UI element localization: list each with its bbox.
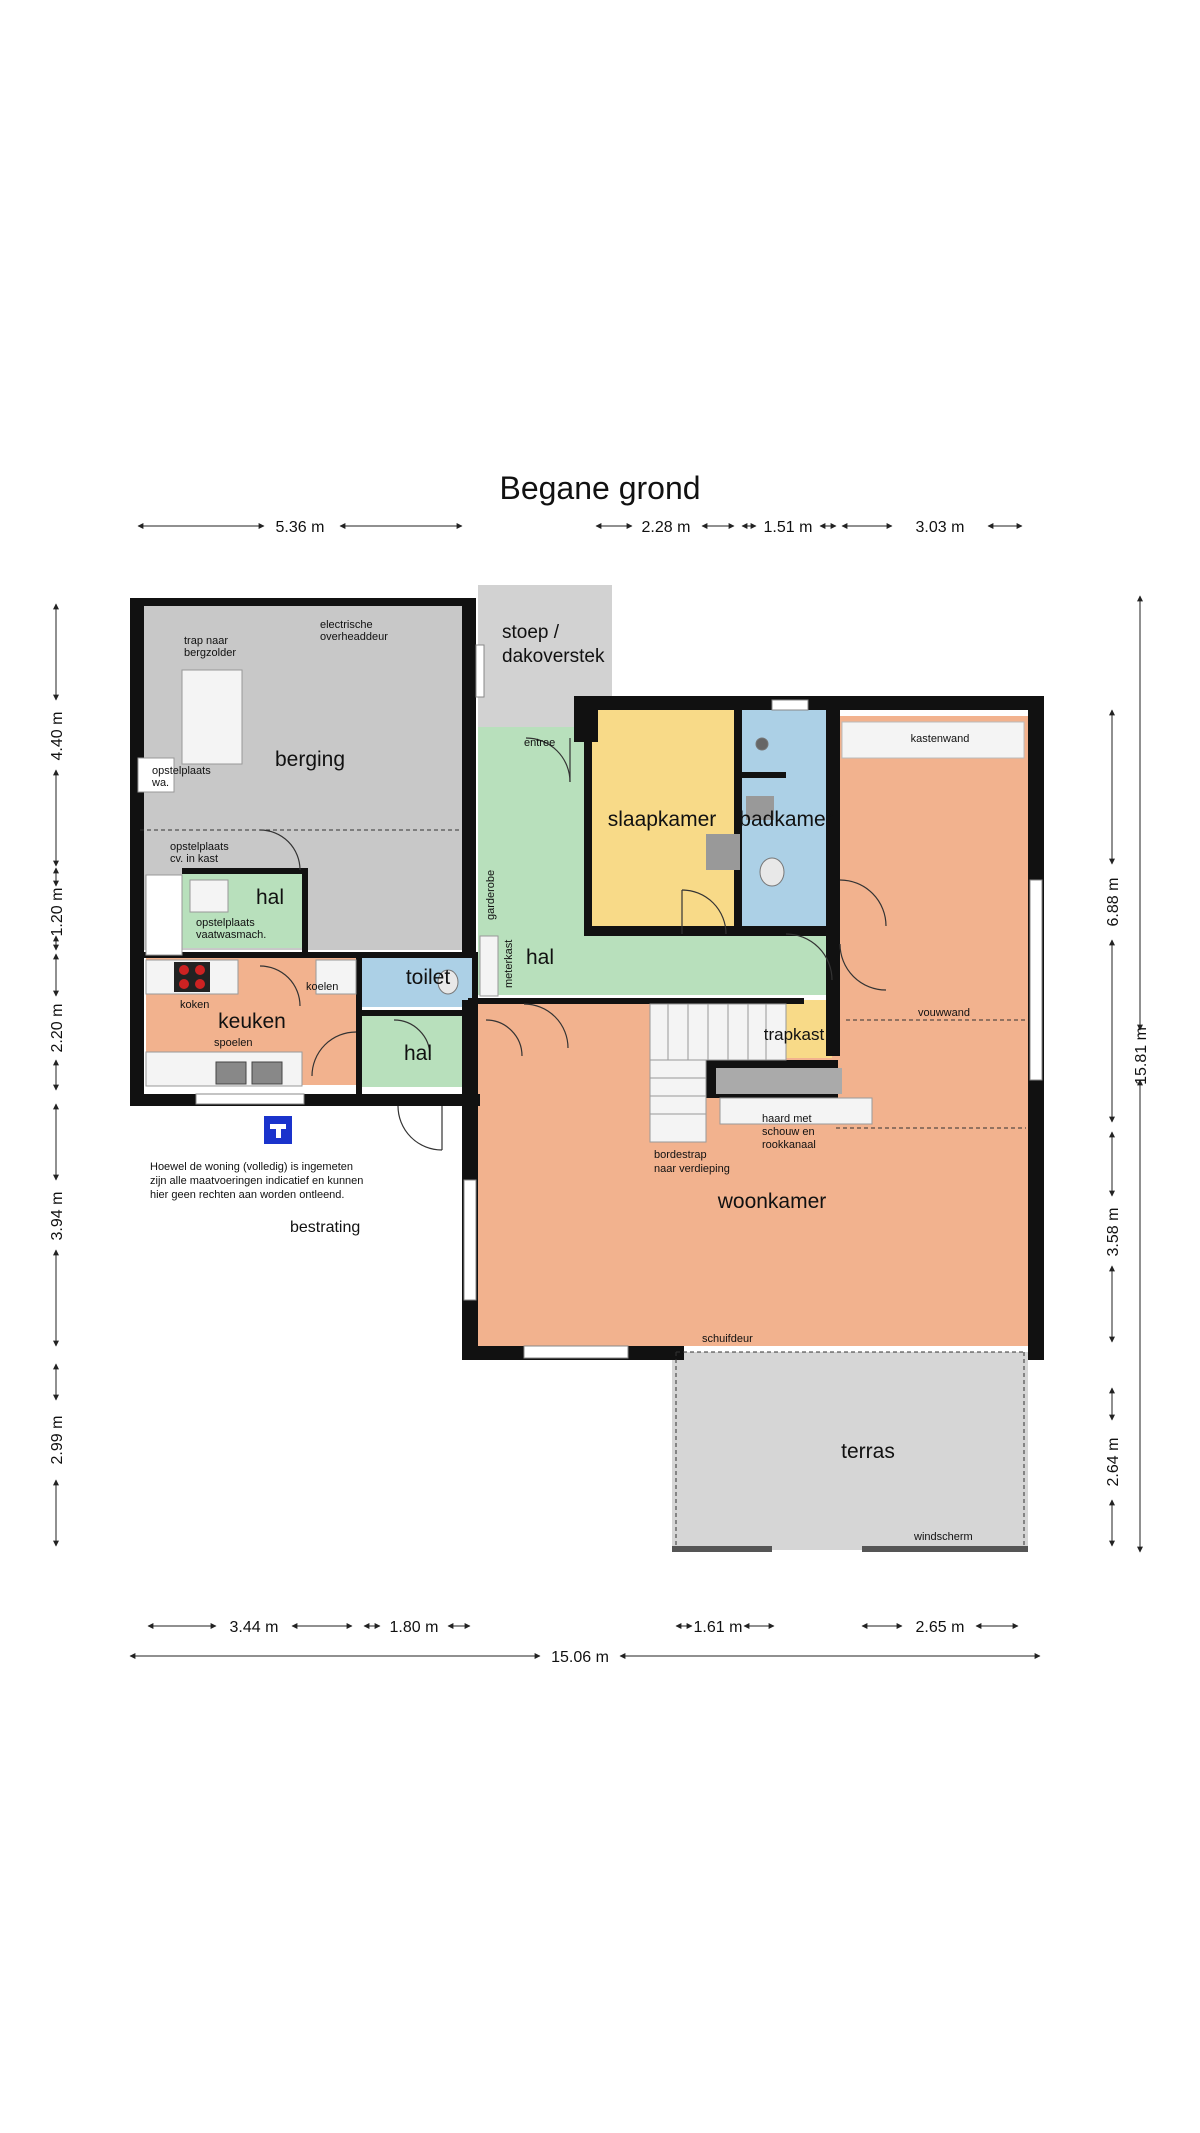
haard-label-2: schouw en xyxy=(762,1126,815,1138)
overhead-label-2: overheaddeur xyxy=(320,631,388,643)
walls xyxy=(130,598,1044,1360)
hal-bottom-room xyxy=(362,1015,472,1087)
dim-left-3: 2.20 m xyxy=(49,1004,66,1053)
trap-label-2: bergzolder xyxy=(184,647,236,659)
opstel-cv-label-1: opstelplaats xyxy=(170,841,229,853)
hal-small-label: hal xyxy=(256,886,284,909)
terras-edge xyxy=(672,1546,1028,1552)
dim-bottom-3: 1.61 m xyxy=(694,1619,743,1636)
toilet-icon xyxy=(437,737,785,995)
garderobe-label: garderobe xyxy=(485,870,497,920)
dim-right-1: 6.88 m xyxy=(1105,878,1122,927)
note-line-1: Hoewel de woning (volledig) is ingemeten xyxy=(150,1161,353,1173)
bestrating-label: bestrating xyxy=(290,1219,360,1236)
dim-top-3: 1.51 m xyxy=(764,519,813,536)
terras-area xyxy=(672,1352,1028,1550)
trapkast-label: trapkast xyxy=(764,1025,825,1044)
spoelen-label: spoelen xyxy=(214,1037,253,1049)
opstel-vw-label-1: opstelplaats xyxy=(196,917,255,929)
entree-label: entree xyxy=(524,737,555,749)
schuifdeur-label: schuifdeur xyxy=(702,1333,753,1345)
dim-total: 15.06 m xyxy=(551,1649,609,1666)
haard-label-1: haard met xyxy=(762,1113,812,1125)
koken-label: koken xyxy=(180,999,209,1011)
dim-left-4: 3.94 m xyxy=(49,1192,66,1241)
toilet-label: toilet xyxy=(406,966,451,989)
opstel-cv-label-2: cv. in kast xyxy=(170,853,218,865)
kastenwand-label: kastenwand xyxy=(911,733,970,745)
slaapkamer-label: slaapkamer xyxy=(608,808,717,831)
opstel-wa-label-2: wa. xyxy=(151,777,169,789)
woonkamer-top-room xyxy=(840,716,1028,1000)
woonkamer-label: woonkamer xyxy=(717,1190,827,1213)
bordestrap-label-2: naar verdieping xyxy=(654,1163,730,1175)
dim-bottom-4: 2.65 m xyxy=(916,1619,965,1636)
fixtures xyxy=(137,721,1025,1125)
haard-label-3: rookkanaal xyxy=(762,1139,816,1151)
stove-icon xyxy=(174,962,210,992)
trap-label-1: trap naar xyxy=(184,635,228,647)
doors xyxy=(259,737,887,1151)
keuken-label: keuken xyxy=(218,1010,286,1033)
windscherm-label: windscherm xyxy=(913,1531,973,1543)
stoep-label-1: stoep / xyxy=(502,622,560,643)
trapkast-room xyxy=(786,1000,832,1058)
note-line-3: hier geen rechten aan worden ontleend. xyxy=(150,1189,344,1201)
dim-right-3: 2.64 m xyxy=(1105,1438,1122,1487)
vouwwand-label: vouwwand xyxy=(918,1007,970,1019)
opstel-vw-label-2: vaatwasmach. xyxy=(196,929,266,941)
plan-title: Begane grond xyxy=(499,470,701,506)
dim-right-2: 3.58 m xyxy=(1105,1208,1122,1257)
dim-left-1: 4.40 m xyxy=(49,712,66,761)
dimension-labels: 5.36 m 2.28 m 1.51 m 3.03 m 3.44 m 1.80 … xyxy=(49,519,1150,1666)
dim-bottom-1: 3.44 m xyxy=(230,1619,279,1636)
koelen-label: koelen xyxy=(306,981,338,993)
dim-top-1: 5.36 m xyxy=(276,519,325,536)
badkamer-label: badkamer xyxy=(739,808,832,831)
dim-bottom-2: 1.80 m xyxy=(390,1619,439,1636)
bordestrap-label-1: bordestrap xyxy=(654,1149,707,1161)
note-line-2: zijn alle maatvoeringen indicatief en ku… xyxy=(150,1175,363,1187)
berging-label: berging xyxy=(275,748,345,771)
tap-icon xyxy=(264,1116,292,1144)
dashed-lines xyxy=(140,829,1026,1548)
overhead-label-1: electrische xyxy=(320,619,373,631)
hal-bottom-label: hal xyxy=(404,1042,432,1065)
hal-main-label: hal xyxy=(526,946,554,969)
slaapkamer-room xyxy=(588,710,734,930)
dim-left-5: 2.99 m xyxy=(49,1416,66,1465)
meterkast-label: meterkast xyxy=(503,940,515,988)
dim-right-outer: 15.81 m xyxy=(1133,1027,1150,1085)
dimension-lines xyxy=(53,523,1143,1659)
windows xyxy=(195,644,1043,1359)
terras-label: terras xyxy=(841,1440,895,1463)
dim-top-2: 2.28 m xyxy=(642,519,691,536)
stairs xyxy=(181,669,787,1143)
dim-top-4: 3.03 m xyxy=(916,519,965,536)
stoep-label-2: dakoverstek xyxy=(502,646,605,667)
sink-icon xyxy=(215,1061,283,1085)
dim-left-2: 1.20 m xyxy=(49,888,66,937)
opstel-wa-label-1: opstelplaats xyxy=(152,765,211,777)
